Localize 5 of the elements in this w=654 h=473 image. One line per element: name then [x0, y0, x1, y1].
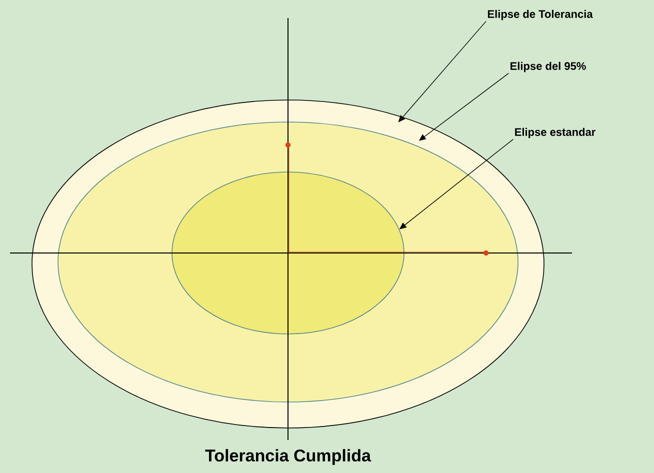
- callout-label: Elipse del 95%: [510, 62, 586, 72]
- ellipse: [172, 172, 404, 334]
- title: Tolerancia Cumplida: [205, 449, 372, 465]
- callout-label: Elipse de Tolerancia: [488, 10, 593, 20]
- callout-label: Elipse estandar: [515, 128, 596, 138]
